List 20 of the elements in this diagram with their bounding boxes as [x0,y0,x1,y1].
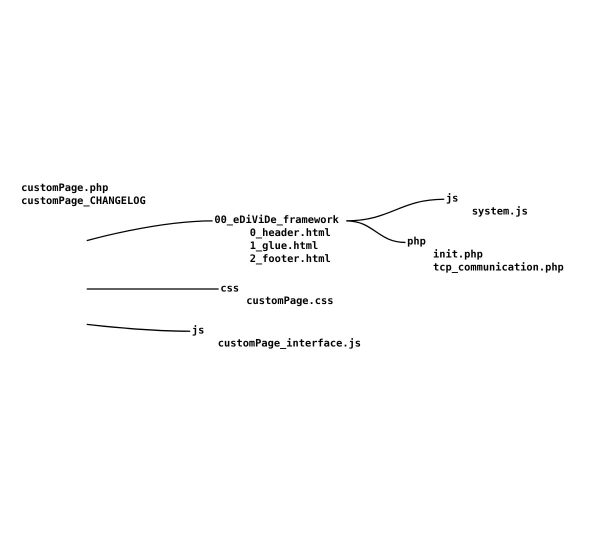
connector [346,198,444,221]
node-text: js [192,324,204,336]
node-label: 0_header.html [250,226,331,239]
node-label: system.js [472,204,528,217]
node-text: css [220,282,240,294]
label: customPage_CHANGELOG [21,194,146,207]
connector [346,220,406,243]
label: customPage.php [21,182,108,194]
connector [86,288,219,290]
node-text: php [407,235,426,248]
connector [86,220,213,241]
node-text: js [446,192,458,204]
connector [86,323,190,332]
node-label: 1_glue.html [250,239,318,252]
node-label: customPage_interface.js [218,336,362,349]
node-label: tcp_communication.php [433,261,564,274]
node-label: 2_footer.html [250,252,331,264]
node-label: customPage.css [246,294,334,307]
node-text: 00_eDiViDe_framework [214,214,339,226]
node-label: init.php [433,248,483,260]
